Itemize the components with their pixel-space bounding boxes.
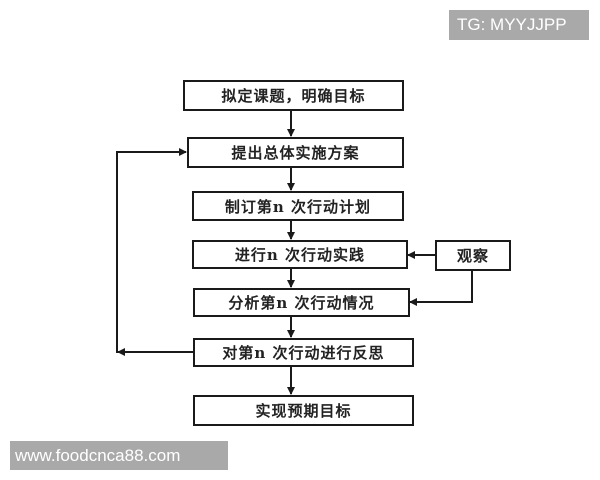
observe-box: 观察 xyxy=(435,240,511,271)
arrow-obs-s5 xyxy=(409,270,473,306)
step-7-label: 实现预期目标 xyxy=(255,402,352,420)
step-3-label: 制订第n 次行动计划 xyxy=(224,197,372,216)
watermark-top-right: TG: MYYJJPP xyxy=(449,10,589,40)
step-7-box: 实现预期目标 xyxy=(193,395,414,426)
step-6-label: 对第n 次行动进行反思 xyxy=(222,344,385,362)
watermark-tg-text: TG: MYYJJPP xyxy=(457,15,567,34)
step-2-label: 提出总体实施方案 xyxy=(231,144,360,162)
watermark-bottom-left: www.foodcnca88.com xyxy=(10,441,228,470)
observe-label: 观察 xyxy=(456,247,489,265)
step-6-box: 对第n 次行动进行反思 xyxy=(193,338,414,367)
step-3-box: 制订第n 次行动计划 xyxy=(192,191,404,221)
step-4-box: 进行n 次行动实践 xyxy=(192,240,408,269)
step-5-box: 分析第n 次行动情况 xyxy=(193,288,410,317)
step-1-label: 拟定课题，明确目标 xyxy=(221,87,366,105)
watermark-url-text: www.foodcnca88.com xyxy=(15,445,181,465)
step-4-label: 进行n 次行动实践 xyxy=(234,246,366,264)
step-1-box: 拟定课题，明确目标 xyxy=(183,80,404,111)
step-5-label: 分析第n 次行动情况 xyxy=(228,294,375,312)
arrow-feedback-s6-s2 xyxy=(116,148,193,353)
step-2-box: 提出总体实施方案 xyxy=(187,137,404,168)
